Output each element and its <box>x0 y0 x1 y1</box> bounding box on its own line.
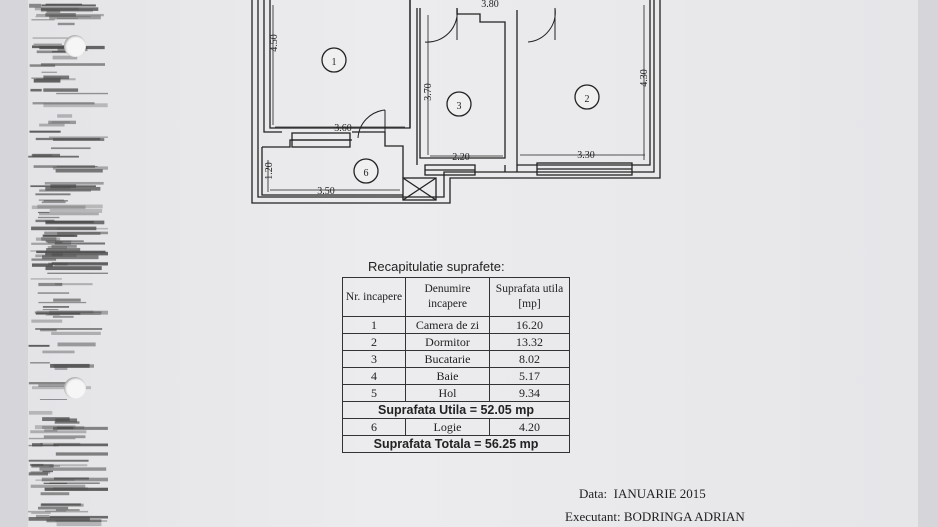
cell-area: 9.34 <box>489 384 570 402</box>
cell-area: 5.17 <box>489 367 570 385</box>
floor-plan: 1 2 3 6 3.80 3.60 2.20 3.30 3.50 4.50 3.… <box>251 0 661 204</box>
punch-hole <box>64 377 86 399</box>
dimension-label: 3.70 <box>423 83 434 101</box>
cell-nr: 5 <box>342 384 406 402</box>
cell-area: 8.02 <box>489 350 570 368</box>
executant-value: BODRINGA ADRIAN <box>623 509 745 524</box>
table-title: Recapitulatie suprafete: <box>368 259 505 274</box>
date-line: Data: IANUARIE 2015 <box>579 486 706 502</box>
subtotal-row: Suprafata Utila = 52.05 mp <box>342 401 570 419</box>
cell-name: Bucatarie <box>405 350 490 368</box>
dimension-label: 3.50 <box>317 186 335 197</box>
dimension-label: 4.50 <box>269 34 280 52</box>
cell-area: 13.32 <box>489 333 570 351</box>
date-value: IANUARIE 2015 <box>613 486 706 501</box>
room-number: 1 <box>332 57 337 68</box>
dimension-label: 1.20 <box>264 162 275 180</box>
cell-area: 4.20 <box>489 418 570 436</box>
column-header: Suprafata utila [mp] <box>489 277 570 317</box>
cell-name: Logie <box>405 418 490 436</box>
total-row: Suprafata Totala = 56.25 mp <box>342 435 570 453</box>
cell-nr: 6 <box>342 418 406 436</box>
room-number: 6 <box>364 168 369 179</box>
cell-name: Camera de zi <box>405 316 490 334</box>
dimension-label: 4.30 <box>639 69 650 87</box>
dimension-label: 3.60 <box>334 123 352 134</box>
dimension-label: 3.80 <box>481 0 499 10</box>
date-label: Data: <box>579 486 608 501</box>
column-header: Denumire incapere <box>405 277 490 317</box>
area-summary-table: Nr. incapere Denumire incapere Suprafata… <box>342 277 570 453</box>
room-number: 2 <box>585 94 590 105</box>
cell-name: Dormitor <box>405 333 490 351</box>
cell-area: 16.20 <box>489 316 570 334</box>
dimension-label: 3.30 <box>577 150 595 161</box>
column-header: Nr. incapere <box>342 277 406 317</box>
scan-edge-noise <box>28 3 108 527</box>
cell-name: Baie <box>405 367 490 385</box>
cell-nr: 2 <box>342 333 406 351</box>
table-row: 6 Logie 4.20 <box>342 418 570 436</box>
cell-nr: 4 <box>342 367 406 385</box>
room-number: 3 <box>457 101 462 112</box>
cell-nr: 1 <box>342 316 406 334</box>
cell-nr: 3 <box>342 350 406 368</box>
punch-hole <box>64 35 86 57</box>
executant-label: Executant: <box>565 509 621 524</box>
cell-name: Hol <box>405 384 490 402</box>
executant-line: Executant: BODRINGA ADRIAN <box>565 509 745 525</box>
dimension-label: 2.20 <box>452 152 470 163</box>
